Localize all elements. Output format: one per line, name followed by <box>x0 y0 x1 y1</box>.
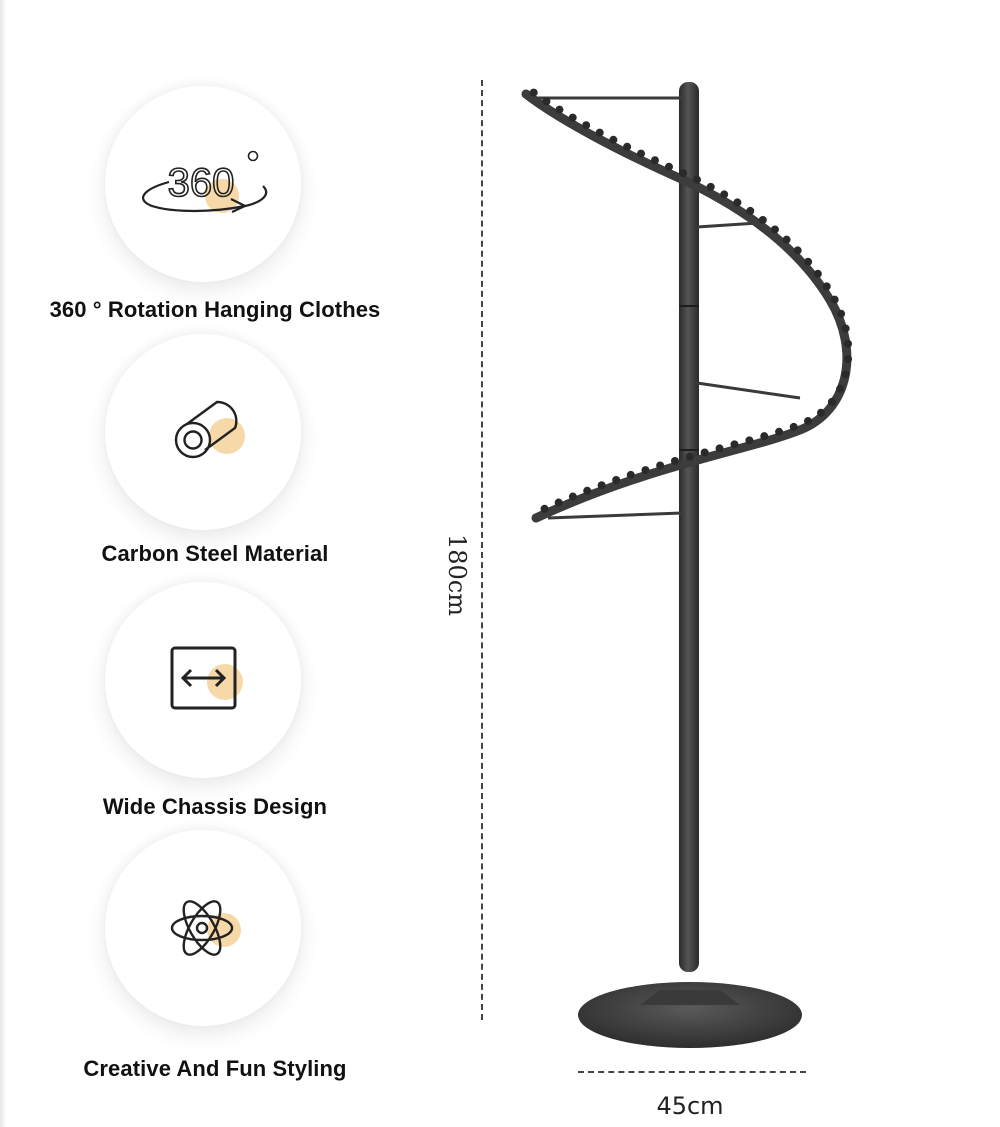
rack-pole <box>679 82 699 972</box>
hanger-knob <box>670 456 679 465</box>
hanger-knob <box>568 492 577 501</box>
hanger-knob <box>813 269 822 278</box>
hanger-knob <box>583 486 592 495</box>
hanger-knob <box>804 257 813 266</box>
hanger-knob <box>595 128 604 137</box>
hanger-knob <box>700 448 709 457</box>
hanger-knob <box>793 246 802 255</box>
hanger-knob <box>816 408 825 417</box>
hanger-knob <box>775 427 784 436</box>
hanger-knob <box>844 339 853 348</box>
spiral-clothes-rack <box>521 82 853 1048</box>
hanger-knob <box>827 397 836 406</box>
hanger-knob <box>804 417 813 426</box>
hanger-knob <box>555 105 564 114</box>
feature-label-chassis: Wide Chassis Design <box>102 794 328 819</box>
hanger-knob <box>758 215 767 224</box>
hanger-knob <box>836 384 845 393</box>
steel-roll-icon <box>174 400 245 459</box>
feature-label-material: Carbon Steel Material <box>101 541 329 566</box>
wide-arrows-icon <box>170 646 243 710</box>
hanger-knob <box>733 198 742 207</box>
hanger-knob <box>770 225 779 234</box>
hanger-knob <box>612 475 621 484</box>
hanger-knob <box>837 309 846 318</box>
hanger-knob <box>822 282 831 291</box>
rack-base <box>578 982 802 1048</box>
hanger-knob <box>582 121 591 130</box>
spiral-rail <box>521 89 852 523</box>
hanger-knob <box>830 295 839 304</box>
hanger-knob <box>841 370 850 379</box>
feature-circle: 360 <box>105 86 301 282</box>
feature-circle <box>105 582 301 778</box>
hanger-knob <box>609 135 618 144</box>
hanger-knob <box>568 113 577 122</box>
hanger-knob <box>789 422 798 431</box>
atom-icon <box>170 900 241 956</box>
hanger-knob <box>664 162 673 171</box>
page-edge-shadow <box>0 0 6 1127</box>
hanger-knob <box>597 481 606 490</box>
feature-label-rotation: 360 ° Rotation Hanging Clothes <box>49 297 381 322</box>
feature-circle <box>105 830 301 1026</box>
hanger-knob <box>542 97 551 106</box>
hanger-knob <box>844 355 853 364</box>
hanger-knob <box>730 440 739 449</box>
hanger-knob <box>626 470 635 479</box>
hanger-knob <box>623 142 632 151</box>
hanger-knob <box>745 436 754 445</box>
hanger-knob <box>656 461 665 470</box>
width-dimension-line <box>578 1071 806 1073</box>
hanger-knobs <box>529 88 853 513</box>
hanger-knob <box>679 169 688 178</box>
width-dimension-label: 45cm <box>656 1092 724 1120</box>
hanger-knob <box>693 175 702 184</box>
hanger-knob <box>841 324 850 333</box>
hanger-knob <box>650 156 659 165</box>
height-dimension-label: 180cm <box>443 534 471 617</box>
hanger-knob <box>540 504 549 513</box>
hanger-knob <box>529 88 538 97</box>
hanger-knob <box>554 498 563 507</box>
hanger-knob <box>746 206 755 215</box>
support-arms <box>536 96 801 520</box>
feature-label-styling: Creative And Fun Styling <box>83 1056 347 1081</box>
hanger-knob <box>706 182 715 191</box>
hanger-knob <box>637 149 646 158</box>
hanger-knob <box>782 235 791 244</box>
hanger-knob <box>720 190 729 199</box>
hanger-knob <box>685 452 694 461</box>
hanger-knob <box>760 432 769 441</box>
hanger-knob <box>715 444 724 453</box>
height-dimension-line <box>481 80 483 1020</box>
hanger-knob <box>641 466 650 475</box>
rotation-360-text: 360 <box>168 161 235 205</box>
rotation-360-icon: 360 <box>142 150 268 213</box>
feature-circle <box>105 334 301 530</box>
